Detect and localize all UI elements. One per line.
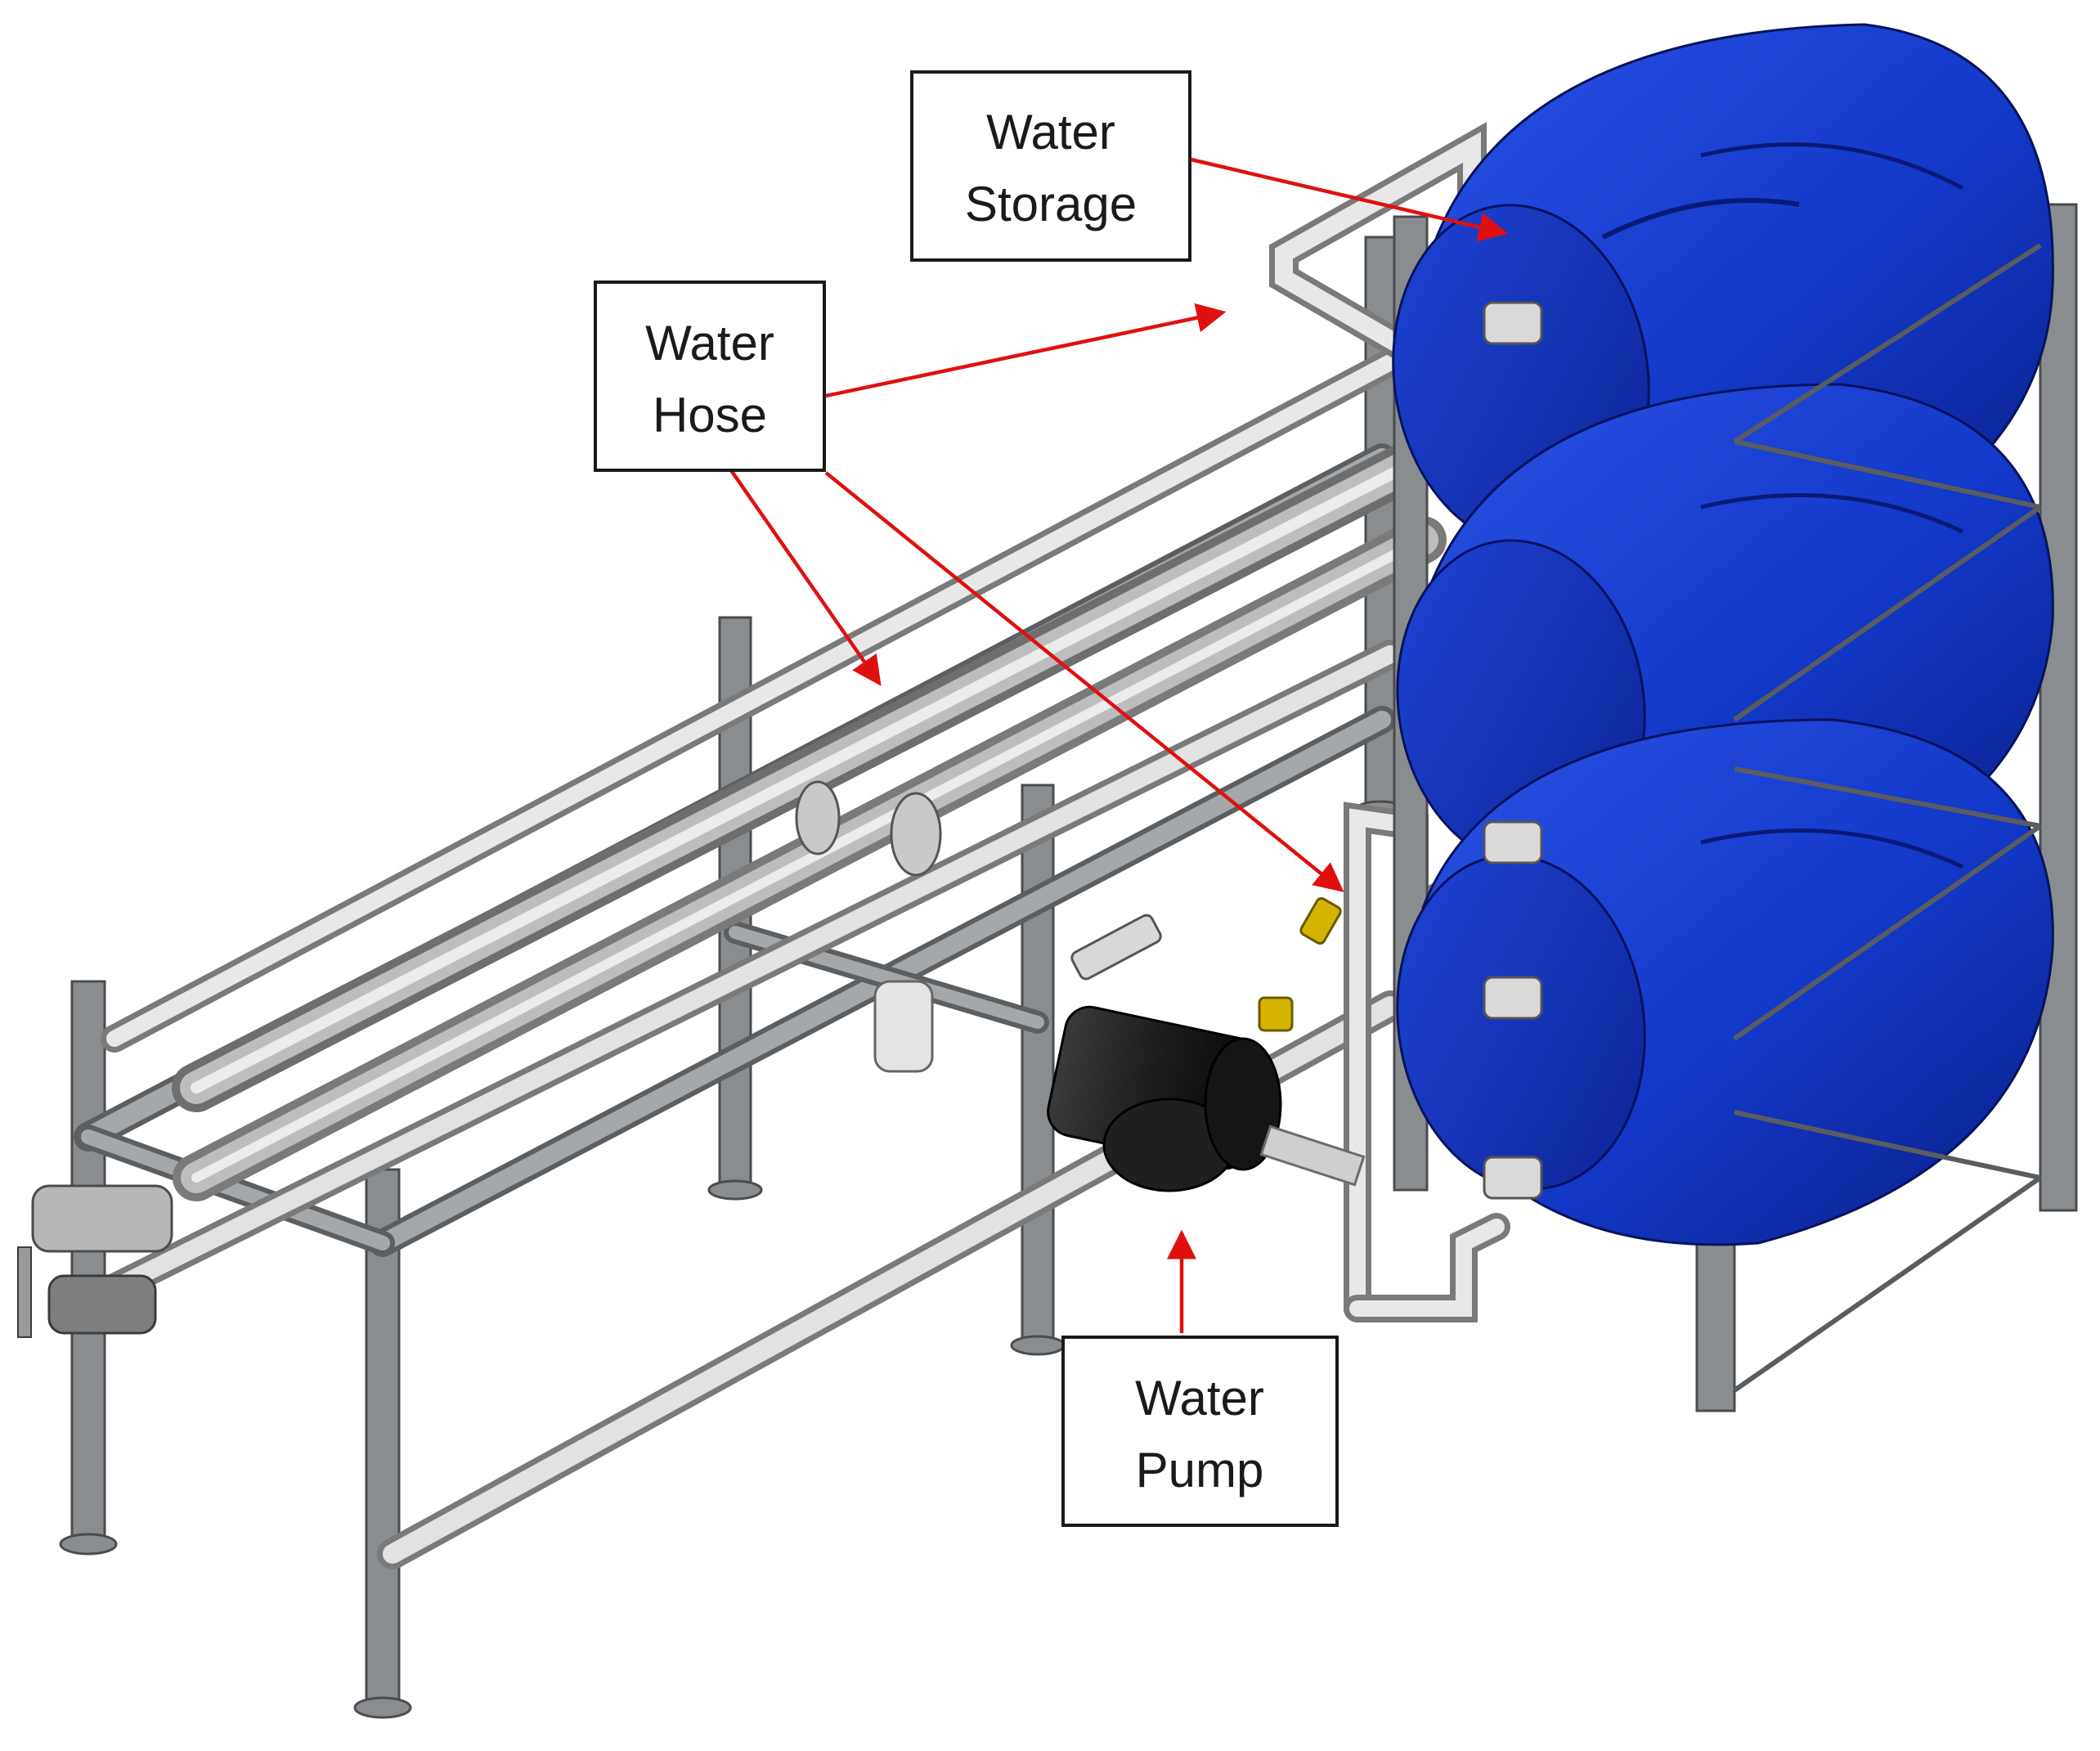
callout-water-storage: Water Storage: [910, 70, 1191, 262]
inlet-valve: [47, 1274, 157, 1335]
hose-arrow-2: [718, 452, 882, 686]
filter-housing: [873, 980, 934, 1073]
storage-arrow: [1187, 156, 1509, 242]
handle: [17, 1246, 32, 1338]
frame-leg: [70, 980, 106, 1539]
callout-water-storage-line1: Water: [986, 105, 1115, 159]
pipe-fittings: [17, 780, 1499, 1338]
brass-valve: [1258, 996, 1294, 1032]
callout-water-hose-line1: Water: [645, 316, 774, 370]
water-pump: [1047, 1005, 1366, 1192]
frame-foot: [59, 1533, 118, 1556]
frame-foot: [353, 1696, 412, 1719]
barrel-fitting: [1483, 976, 1543, 1020]
barrel-fitting: [1483, 820, 1543, 864]
callout-water-hose-line2: Hose: [653, 388, 767, 442]
frame-foot: [707, 1179, 763, 1201]
flange: [795, 780, 841, 855]
barrel: [1396, 718, 2054, 1246]
inlet-manifold: [31, 1184, 173, 1253]
callout-water-hose: Water Hose: [594, 281, 826, 472]
callout-water-pump: Water Pump: [1061, 1336, 1339, 1527]
water-storage-barrels: [1392, 23, 2054, 1246]
hose-arrow-1: [825, 303, 1227, 398]
barrel-fitting: [1483, 301, 1543, 345]
frame-foot: [1010, 1335, 1066, 1356]
callout-water-pump-line1: Water: [1135, 1371, 1264, 1425]
callout-arrows: [718, 156, 1509, 1333]
callout-water-storage-line2: Storage: [965, 177, 1137, 231]
hose-arrow-3: [824, 471, 1344, 892]
callout-water-pump-line2: Pump: [1136, 1443, 1264, 1497]
rack-post: [2039, 203, 2078, 1212]
gauge: [1070, 914, 1162, 981]
rack-bracing: [1733, 243, 2042, 1393]
barrel-fitting: [1483, 1156, 1543, 1200]
flange: [890, 792, 942, 877]
brass-valve: [1299, 897, 1342, 945]
frame-leg: [1021, 783, 1055, 1343]
